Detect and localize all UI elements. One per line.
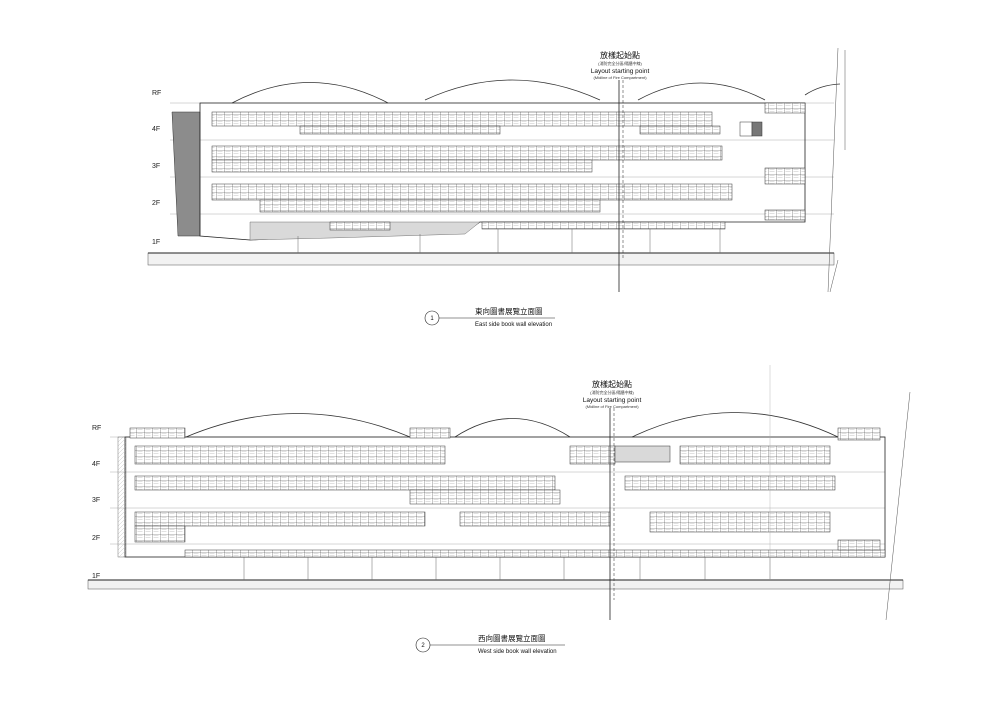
layout-marker-subtitle-zh: (消防完全分區/隔牆中線) <box>598 60 642 66</box>
floor-label-rf: RF <box>152 90 161 97</box>
layout-marker-title-en: Layout starting point <box>591 68 650 75</box>
layout-marker-subtitle-en: (Midline of Fire Compartment) <box>585 404 639 409</box>
floor-label-4f: 4F <box>92 461 100 468</box>
floor-label-1f: 1F <box>92 573 100 580</box>
floor-label-3f: 3F <box>152 163 160 170</box>
floor-label-2f: 2F <box>152 200 160 207</box>
floor-label-2f: 2F <box>92 535 100 542</box>
caption-title-zh: 西向圖書展覽立面圖 <box>478 633 546 643</box>
drawing-number: 2 <box>421 643 425 649</box>
layout-marker-subtitle-zh: (消防完全分區/隔牆中線) <box>590 389 634 395</box>
layout-marker-title-zh: 放樣起始點 <box>592 379 632 389</box>
layout-marker-subtitle-en: (Midline of Fire Compartment) <box>593 75 647 80</box>
floor-label-4f: 4F <box>152 126 160 133</box>
layout-marker-title-zh: 放樣起始點 <box>600 50 640 60</box>
west-elevation-drawing: RF 4F 3F 2F 1F 放樣起始點 (消防完全分區/隔牆中線) Layou… <box>87 365 911 655</box>
floor-label-1f: 1F <box>152 239 160 246</box>
floor-label-rf: RF <box>92 425 101 432</box>
drawing-number: 1 <box>430 316 434 322</box>
layout-marker-title-en: Layout starting point <box>583 397 642 404</box>
east-elevation-drawing: RF 4F 3F 2F 1F 放樣起始點 (消防完全分區/隔牆中線) Layou… <box>147 47 846 328</box>
caption-title-en: East side book wall elevation <box>475 322 552 328</box>
caption-title-zh: 東向圖書展覽立面圖 <box>475 306 543 316</box>
caption-title-en: West side book wall elevation <box>478 649 557 655</box>
floor-label-3f: 3F <box>92 497 100 504</box>
